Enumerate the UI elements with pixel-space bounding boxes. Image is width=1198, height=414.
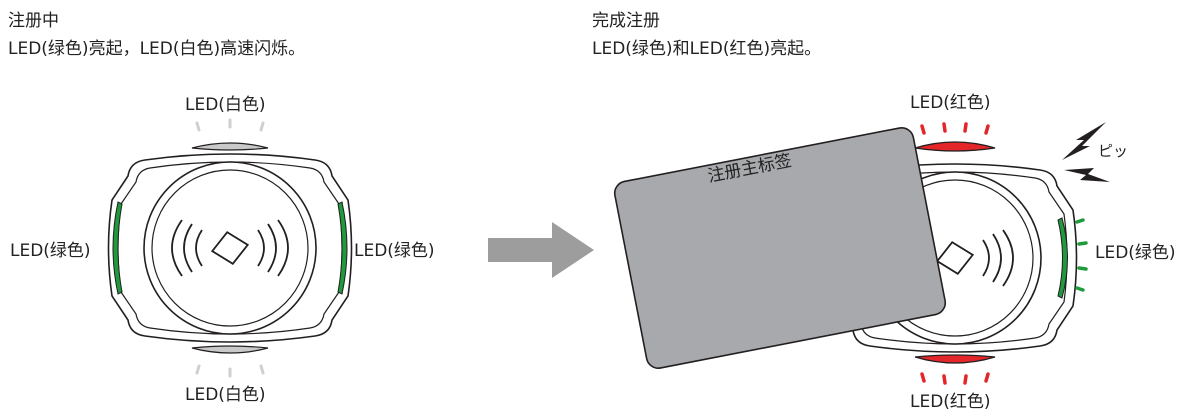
- reader-right: [832, 122, 1088, 385]
- sound-lightning-icon: [1062, 122, 1110, 182]
- left-label-left: LED(绿色): [10, 241, 91, 261]
- arrow-right-icon: [488, 222, 594, 278]
- white-led-glow-bottom: [195, 364, 265, 378]
- right-label-right: LED(绿色): [1095, 243, 1176, 263]
- led-green-left: [112, 201, 123, 295]
- registration-card: [613, 127, 947, 369]
- right-title: 完成注册: [592, 11, 660, 31]
- red-led-glow-top: [920, 122, 990, 135]
- led-white-top: [191, 142, 269, 151]
- right-label-bottom: LED(红色): [910, 392, 991, 412]
- led-green-right: [337, 201, 348, 295]
- led-green-right-2: [1057, 217, 1068, 299]
- reader-left: [107, 118, 353, 378]
- left-title: 注册中: [8, 11, 59, 31]
- led-white-bottom: [191, 345, 269, 354]
- left-description: LED(绿色)亮起，LED(白色)高速闪烁。: [8, 39, 306, 59]
- led-red-bottom: [914, 354, 996, 364]
- right-label-top: LED(红色): [910, 93, 991, 113]
- right-description: LED(绿色)和LED(红色)亮起。: [592, 39, 822, 59]
- left-label-bottom: LED(白色): [185, 385, 266, 405]
- sound-label: ピッ: [1098, 142, 1129, 160]
- white-led-glow-top: [195, 118, 265, 132]
- left-label-top: LED(白色): [185, 95, 266, 115]
- left-label-right: LED(绿色): [354, 241, 435, 261]
- red-led-glow-bottom: [920, 372, 990, 385]
- green-led-glow-right: [1075, 218, 1088, 292]
- led-red-top: [914, 141, 996, 152]
